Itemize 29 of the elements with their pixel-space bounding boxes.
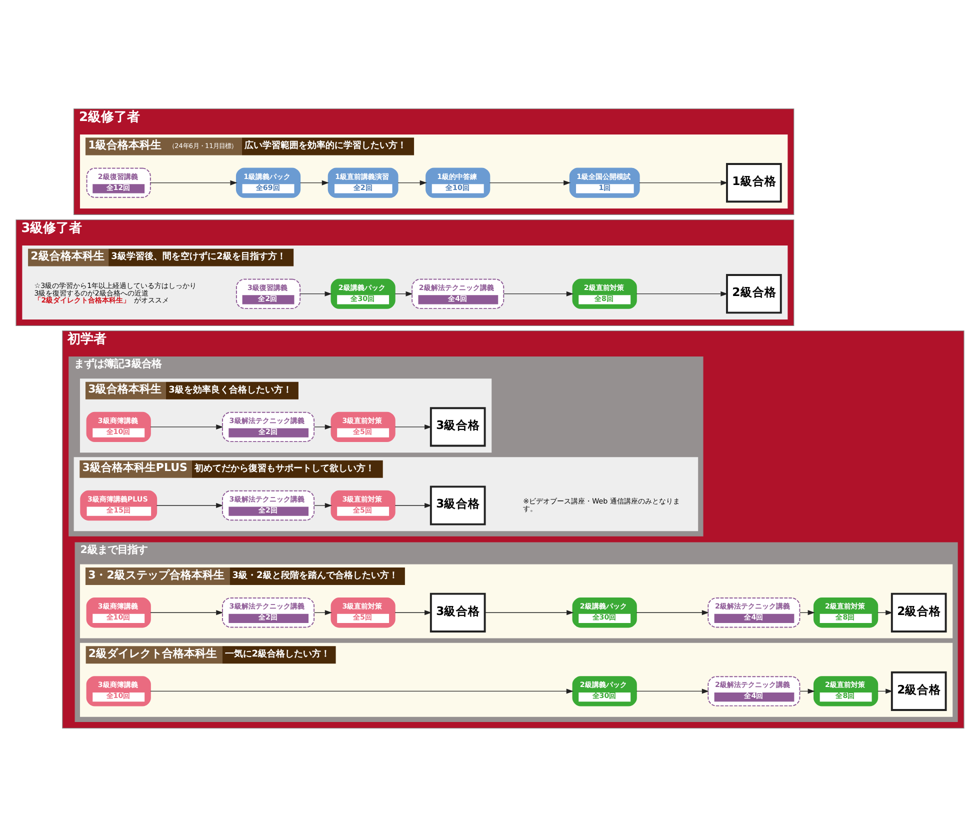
arrow bbox=[398, 180, 428, 185]
node-box: 2級合格 bbox=[890, 592, 947, 632]
arrow bbox=[314, 610, 332, 615]
node-box: 3級合格 bbox=[430, 406, 486, 446]
arrow bbox=[489, 180, 571, 185]
arrow bbox=[300, 290, 332, 296]
arrow bbox=[503, 290, 574, 296]
arrow bbox=[150, 180, 238, 185]
arrow bbox=[300, 180, 330, 185]
node-box: 3級合格 bbox=[430, 485, 486, 525]
node-box: 3級合格 bbox=[430, 592, 486, 632]
node-box: 2級合格 bbox=[726, 274, 782, 314]
arrow bbox=[150, 424, 224, 429]
arrow bbox=[150, 610, 224, 615]
node-box: 2級合格 bbox=[890, 670, 947, 710]
arrow bbox=[394, 610, 432, 615]
arrow bbox=[636, 290, 728, 296]
node-box: 1級合格 bbox=[726, 162, 782, 202]
arrow bbox=[636, 688, 710, 694]
arrow bbox=[150, 688, 574, 694]
arrow bbox=[156, 502, 224, 508]
arrow bbox=[484, 610, 574, 615]
arrow bbox=[314, 424, 332, 429]
arrow bbox=[394, 502, 432, 508]
arrow bbox=[314, 502, 332, 508]
arrow bbox=[636, 610, 710, 615]
arrow bbox=[639, 180, 728, 185]
arrow bbox=[394, 424, 432, 429]
arrow bbox=[394, 290, 413, 296]
